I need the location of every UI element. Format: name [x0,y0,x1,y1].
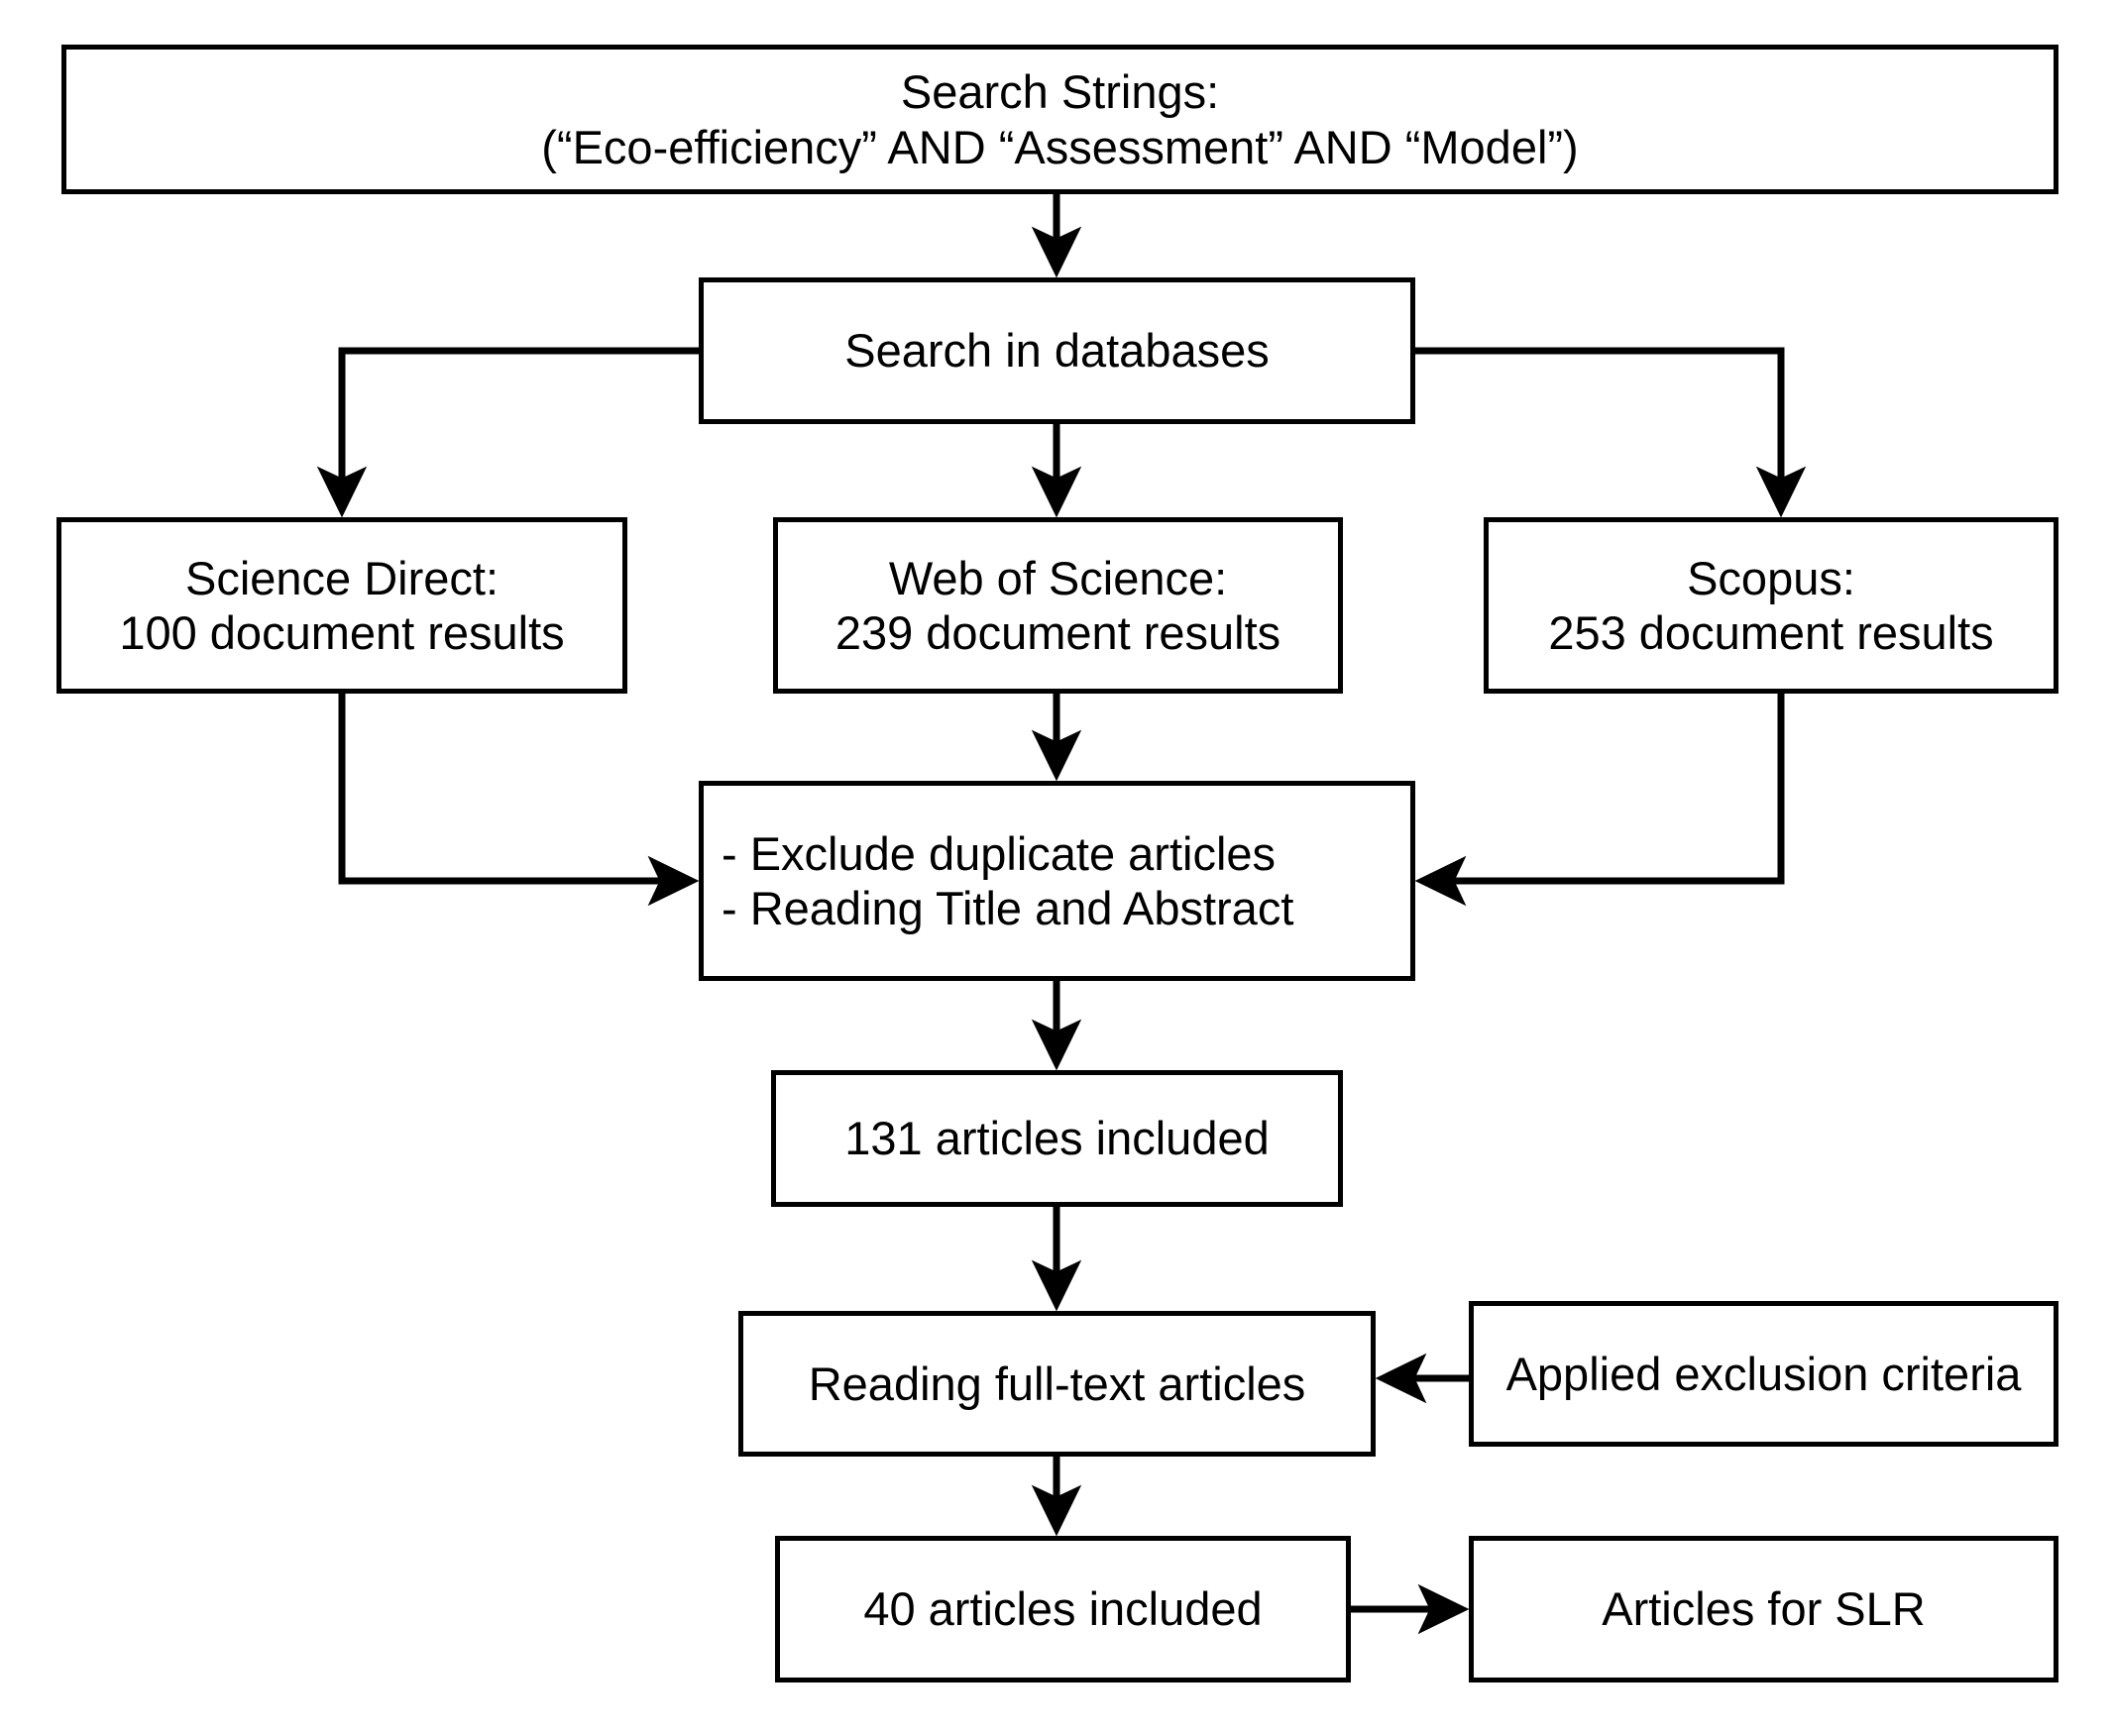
edge-scopus-to-screening [1414,694,1785,907]
node-search-strings-line-2: (“Eco-efficiency” AND “Assessment” AND “… [541,120,1579,173]
node-reading-full-text[interactable]: Reading full-text articles [738,1311,1376,1457]
node-scopus-line-1: Scopus: [1687,551,1855,604]
node-web-of-science-line-1: Web of Science: [888,551,1228,604]
node-search-strings[interactable]: Search Strings: (“Eco-efficiency” AND “A… [61,45,2058,194]
edge-search-in-databases-to-science-direct [316,347,699,518]
node-exclusion-criteria-label: Applied exclusion criteria [1505,1347,2022,1400]
node-exclusion-criteria[interactable]: Applied exclusion criteria [1469,1301,2058,1447]
node-screening-line-2: - Reading Title and Abstract [722,882,1294,934]
node-web-of-science[interactable]: Web of Science: 239 document results [773,517,1343,694]
node-included-40[interactable]: 40 articles included [775,1536,1351,1682]
node-science-direct-line-2: 100 document results [119,606,565,659]
node-included-40-label: 40 articles included [863,1582,1263,1636]
node-search-strings-line-1: Search Strings: [900,65,1220,119]
node-scopus-line-2: 253 document results [1548,606,1994,659]
node-screening-line-1: - Exclude duplicate articles [722,826,1277,880]
node-included-131[interactable]: 131 articles included [771,1070,1343,1207]
node-search-in-databases[interactable]: Search in databases [699,277,1415,424]
node-science-direct[interactable]: Science Direct: 100 document results [56,517,627,694]
node-search-in-databases-label: Search in databases [844,324,1270,378]
node-articles-for-slr-label: Articles for SLR [1602,1582,1926,1636]
node-screening[interactable]: - Exclude duplicate articles - Reading T… [699,781,1415,981]
node-science-direct-line-1: Science Direct: [184,551,500,604]
node-included-131-label: 131 articles included [844,1112,1270,1165]
edge-search-in-databases-to-scopus [1415,347,1807,518]
node-web-of-science-line-2: 239 document results [834,606,1281,659]
node-scopus[interactable]: Scopus: 253 document results [1484,517,2058,694]
edge-science-direct-to-screening [338,694,700,907]
node-reading-full-text-label: Reading full-text articles [808,1356,1306,1410]
node-articles-for-slr[interactable]: Articles for SLR [1469,1536,2058,1682]
